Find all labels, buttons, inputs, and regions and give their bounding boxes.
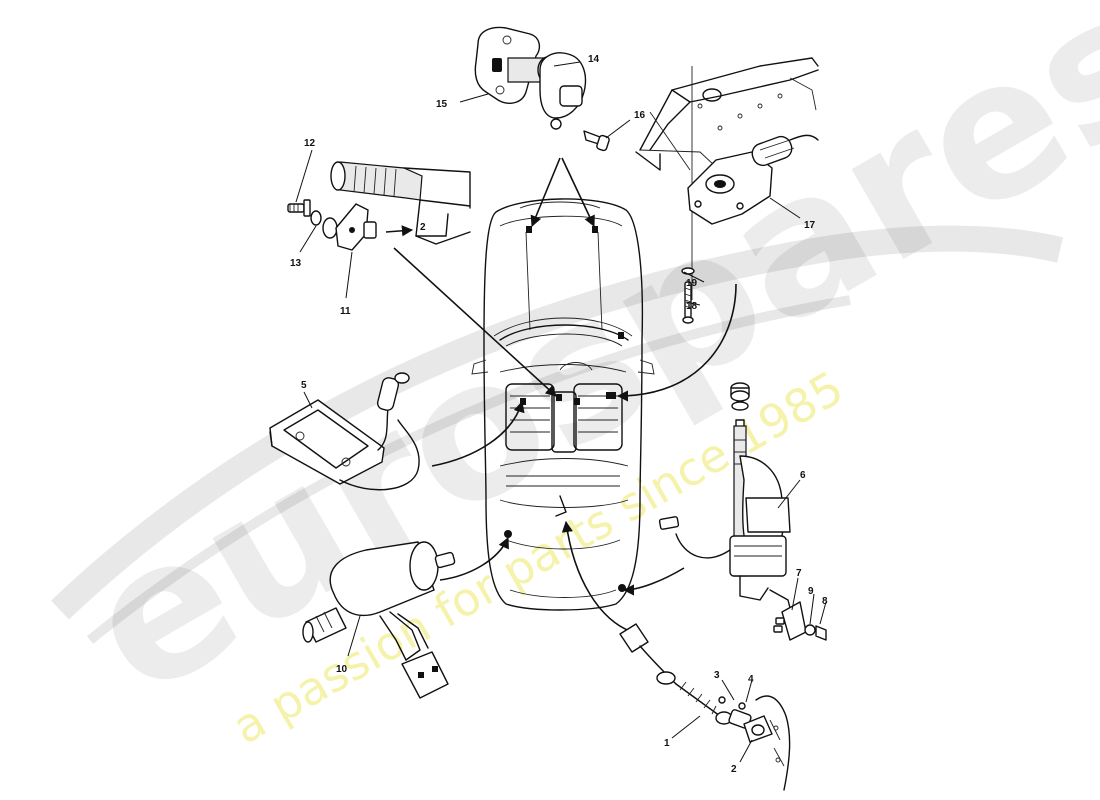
- callout-labels: 1 2 3 4 5 6 7 8 9 10 11 12 13 14 15 16 1…: [290, 54, 828, 775]
- callout-17: 17: [804, 220, 816, 231]
- central-locking-motor: [635, 57, 819, 300]
- fuel-filter-unit: [302, 541, 456, 699]
- callout-13: 13: [290, 258, 302, 269]
- callout-1: 1: [664, 738, 670, 749]
- handbrake-switch-assembly: 2: [287, 161, 471, 251]
- callout-16: 16: [634, 110, 646, 121]
- callout-15: 15: [436, 99, 448, 110]
- bolt-and-washer: [681, 267, 695, 324]
- alarm-control-module: [269, 372, 420, 491]
- antenna-bracket-fixings: [773, 601, 827, 641]
- leader-lines: [295, 61, 827, 763]
- car-top-view: [471, 198, 655, 611]
- callout-3: 3: [714, 670, 720, 681]
- power-antenna: [658, 382, 793, 617]
- svg-text:2: 2: [420, 222, 426, 233]
- callout-2: 2: [731, 764, 737, 775]
- callout-11: 11: [340, 306, 351, 317]
- callout-5: 5: [301, 380, 307, 391]
- callout-9: 9: [808, 586, 814, 597]
- callout-18: 18: [686, 301, 698, 312]
- callout-19: 19: [686, 278, 698, 289]
- callout-7: 7: [796, 568, 802, 579]
- connector-arrows: [385, 157, 737, 633]
- callout-10: 10: [336, 664, 348, 675]
- callout-4: 4: [748, 674, 754, 685]
- callout-8: 8: [822, 596, 828, 607]
- callout-6: 6: [800, 470, 806, 481]
- callout-12: 12: [304, 138, 316, 149]
- watermark-brand: eurospares: [52, 0, 1100, 739]
- watermark: eurospares a passion for parts since 198…: [51, 0, 1100, 755]
- callout-14: 14: [588, 54, 600, 65]
- speedometer-cable-assembly: [619, 623, 791, 791]
- door-switch-assembly: [474, 26, 610, 152]
